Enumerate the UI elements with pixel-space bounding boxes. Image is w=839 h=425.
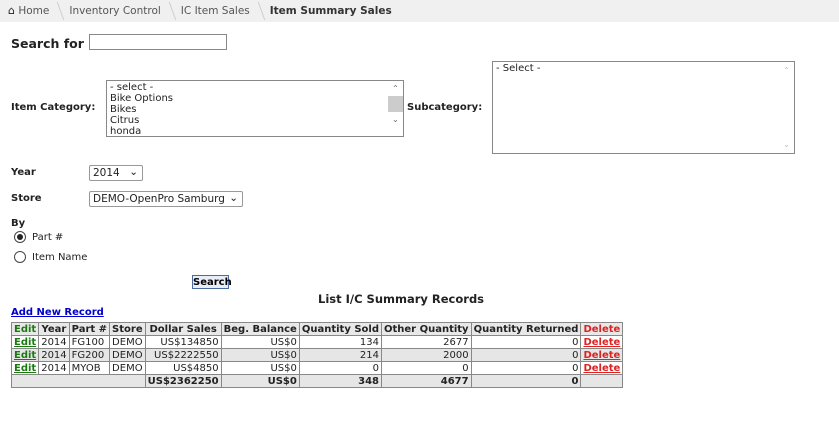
cell-quantity-returned: 0 bbox=[470, 348, 582, 362]
cell-beg-balance: US$0 bbox=[220, 348, 300, 362]
table-header: Edit Year Part # Store Dollar Sales Beg.… bbox=[10, 322, 624, 336]
edit-link[interactable]: Edit bbox=[14, 362, 37, 374]
breadcrumb-label: Home bbox=[18, 5, 50, 17]
radio-label: Part # bbox=[32, 231, 64, 243]
edit-link[interactable]: Edit bbox=[14, 349, 37, 361]
radio-part[interactable]: Part # bbox=[14, 231, 63, 243]
cell-quantity-sold: 0 bbox=[298, 361, 382, 375]
cell-beg-balance: US$0 bbox=[220, 335, 300, 349]
cell-dollar-sales: US$4850 bbox=[144, 361, 222, 375]
breadcrumb-ic-item-sales[interactable]: IC Item Sales bbox=[173, 0, 262, 22]
chevron-down-icon: ⌄ bbox=[229, 192, 238, 204]
cell-beg-balance: US$0 bbox=[220, 361, 300, 375]
item-category-label: Item Category: bbox=[11, 102, 96, 113]
total-beg-balance: US$0 bbox=[220, 374, 300, 388]
cell-dollar-sales: US$134850 bbox=[144, 335, 222, 349]
header-delete: Delete bbox=[580, 322, 624, 336]
cell-dollar-sales: US$2222550 bbox=[144, 348, 222, 362]
scrollbar[interactable]: ⌃⌄ bbox=[388, 81, 403, 136]
search-input[interactable] bbox=[89, 34, 227, 50]
store-label: Store bbox=[11, 193, 42, 204]
header-other-quantity: Other Quantity bbox=[380, 322, 472, 336]
header-quantity-sold: Quantity Sold bbox=[298, 322, 382, 336]
cell-quantity-sold: 214 bbox=[298, 348, 382, 362]
cell-store: DEMO bbox=[109, 335, 146, 349]
header-quantity-returned: Quantity Returned bbox=[470, 322, 582, 336]
header-year: Year bbox=[38, 322, 70, 336]
total-quantity-returned: 0 bbox=[470, 374, 582, 388]
header-part: Part # bbox=[68, 322, 111, 336]
totals-row: US$2362250 US$0 348 4677 0 bbox=[11, 374, 624, 388]
cell-part: FG200 bbox=[68, 348, 111, 362]
header-edit: Edit bbox=[10, 322, 40, 336]
by-label: By bbox=[11, 218, 26, 229]
radio-label: Item Name bbox=[32, 251, 88, 263]
search-label: Search for : bbox=[11, 36, 94, 51]
cell-quantity-sold: 134 bbox=[298, 335, 382, 349]
option[interactable]: Citrus bbox=[110, 115, 140, 126]
year-select[interactable]: 2014 ⌄ bbox=[89, 165, 143, 181]
cell-year: 2014 bbox=[38, 361, 70, 375]
cell-quantity-returned: 0 bbox=[470, 361, 582, 375]
breadcrumb: ⌂ Home Inventory Control IC Item Sales I… bbox=[0, 0, 839, 22]
cell-store: DEMO bbox=[109, 348, 146, 362]
store-value: DEMO-OpenPro Samburg bbox=[93, 193, 225, 205]
cell-part: MYOB bbox=[68, 361, 111, 375]
radio-button[interactable] bbox=[14, 251, 26, 263]
breadcrumb-inventory-control[interactable]: Inventory Control bbox=[61, 0, 172, 22]
cell-other-quantity: 0 bbox=[380, 361, 472, 375]
store-select[interactable]: DEMO-OpenPro Samburg ⌄ bbox=[89, 191, 243, 207]
search-button[interactable]: Search bbox=[192, 275, 232, 289]
option[interactable]: - select - bbox=[110, 82, 154, 93]
table-row: Edit 2014 FG100 DEMO US$134850 US$0 134 … bbox=[10, 335, 624, 349]
option[interactable]: Bikes bbox=[110, 104, 137, 115]
header-dollar-sales: Dollar Sales bbox=[144, 322, 222, 336]
cell-year: 2014 bbox=[38, 335, 70, 349]
add-new-record-link[interactable]: Add New Record bbox=[11, 307, 104, 318]
cell-store: DEMO bbox=[109, 361, 146, 375]
total-dollar-sales: US$2362250 bbox=[144, 374, 222, 388]
edit-link[interactable]: Edit bbox=[14, 336, 37, 348]
subcategory-label: Subcategory: bbox=[407, 102, 483, 113]
table-row: Edit 2014 MYOB DEMO US$4850 US$0 0 0 0 D… bbox=[10, 361, 624, 375]
home-icon: ⌂ bbox=[8, 4, 15, 17]
cell-other-quantity: 2000 bbox=[380, 348, 472, 362]
year-value: 2014 bbox=[93, 167, 120, 179]
totals-spacer bbox=[580, 374, 624, 388]
list-title: List I/C Summary Records bbox=[318, 292, 485, 306]
records-table: Edit Year Part # Store Dollar Sales Beg.… bbox=[10, 322, 624, 388]
breadcrumb-current: Item Summary Sales bbox=[269, 5, 392, 17]
delete-link[interactable]: Delete bbox=[583, 362, 621, 374]
option[interactable]: - Select - bbox=[496, 63, 541, 74]
header-beg-balance: Beg. Balance bbox=[220, 322, 300, 336]
option[interactable]: honda bbox=[110, 126, 142, 137]
total-quantity-sold: 348 bbox=[298, 374, 382, 388]
option[interactable]: Bike Options bbox=[110, 93, 173, 104]
chevron-down-icon: ⌄ bbox=[129, 166, 138, 178]
totals-spacer bbox=[11, 374, 146, 388]
delete-link[interactable]: Delete bbox=[583, 336, 621, 348]
radio-item-name[interactable]: Item Name bbox=[14, 251, 87, 263]
total-other-quantity: 4677 bbox=[380, 374, 472, 388]
header-store: Store bbox=[109, 322, 146, 336]
item-category-listbox[interactable]: - select - Bike Options Bikes Citrus hon… bbox=[106, 80, 404, 137]
cell-year: 2014 bbox=[38, 348, 70, 362]
cell-other-quantity: 2677 bbox=[380, 335, 472, 349]
table-row: Edit 2014 FG200 DEMO US$2222550 US$0 214… bbox=[10, 348, 624, 362]
cell-quantity-returned: 0 bbox=[470, 335, 582, 349]
subcategory-listbox[interactable]: - Select - ⌃⌄ bbox=[492, 61, 795, 154]
scrollbar[interactable]: ⌃⌄ bbox=[779, 62, 794, 153]
breadcrumb-home[interactable]: ⌂ Home bbox=[0, 0, 61, 22]
delete-link[interactable]: Delete bbox=[583, 349, 621, 361]
cell-part: FG100 bbox=[68, 335, 111, 349]
radio-button[interactable] bbox=[14, 231, 26, 243]
year-label: Year bbox=[11, 167, 36, 178]
